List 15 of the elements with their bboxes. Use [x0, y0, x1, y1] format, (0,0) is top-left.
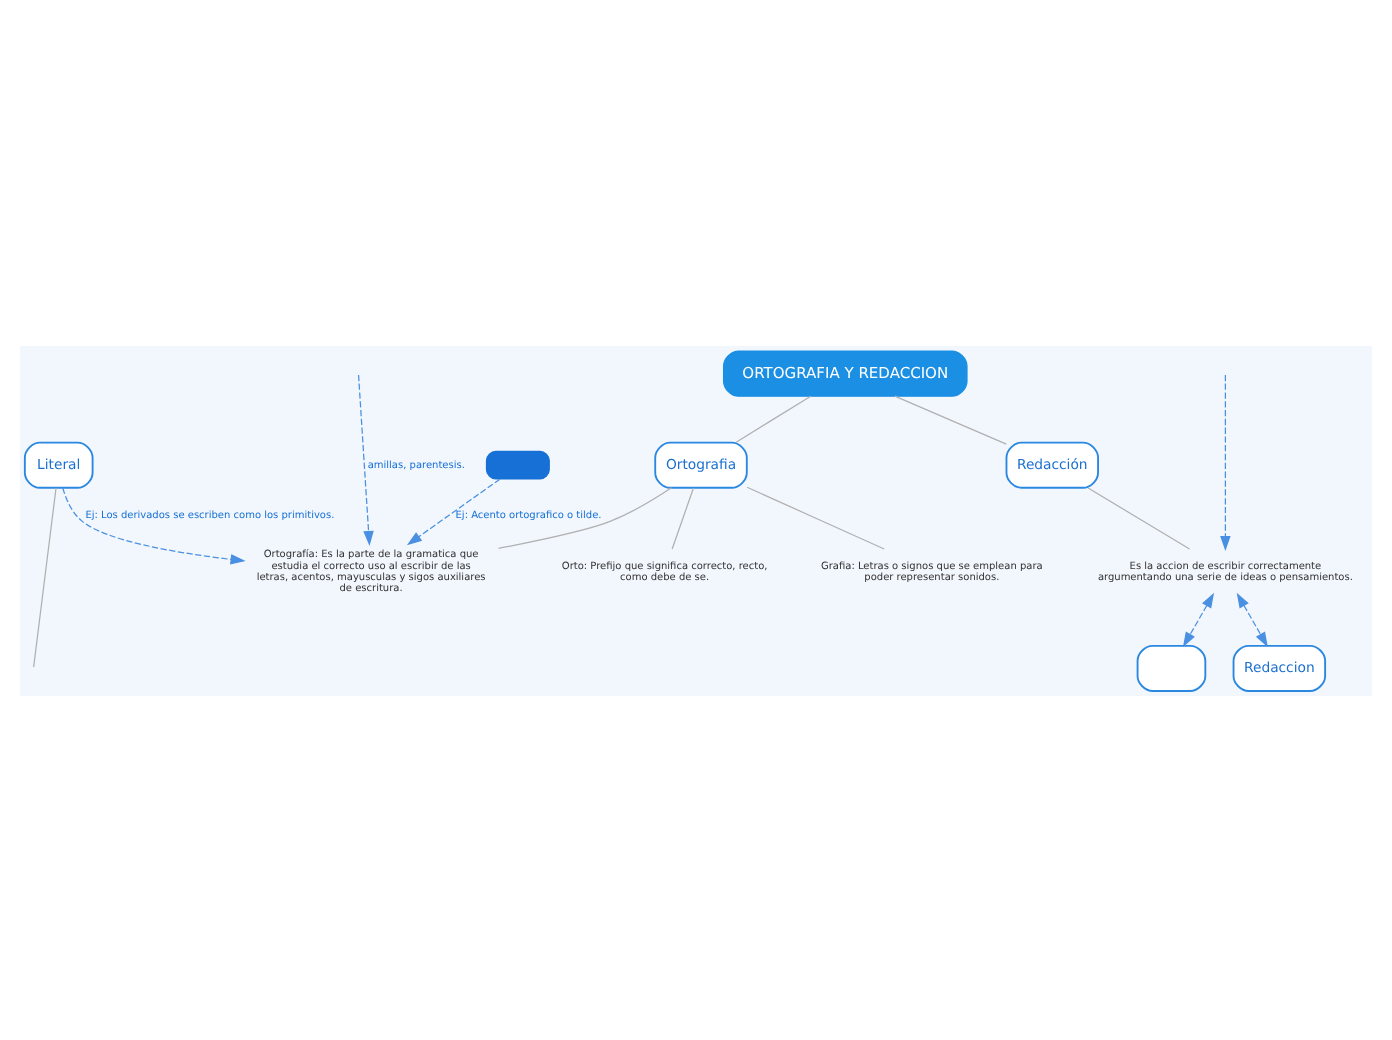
connector [671, 486, 695, 549]
arrow [1220, 373, 1231, 550]
connector [746, 485, 885, 549]
connector [735, 394, 812, 443]
connector [894, 394, 1007, 444]
arrow [1182, 591, 1215, 647]
node-box [485, 449, 550, 479]
node-box [1136, 643, 1207, 691]
connector [497, 486, 673, 548]
arrow [62, 486, 246, 564]
arrow [1236, 591, 1268, 647]
connector [33, 486, 57, 667]
arrow [357, 373, 374, 545]
arrow [406, 477, 501, 545]
connector [1087, 486, 1191, 549]
